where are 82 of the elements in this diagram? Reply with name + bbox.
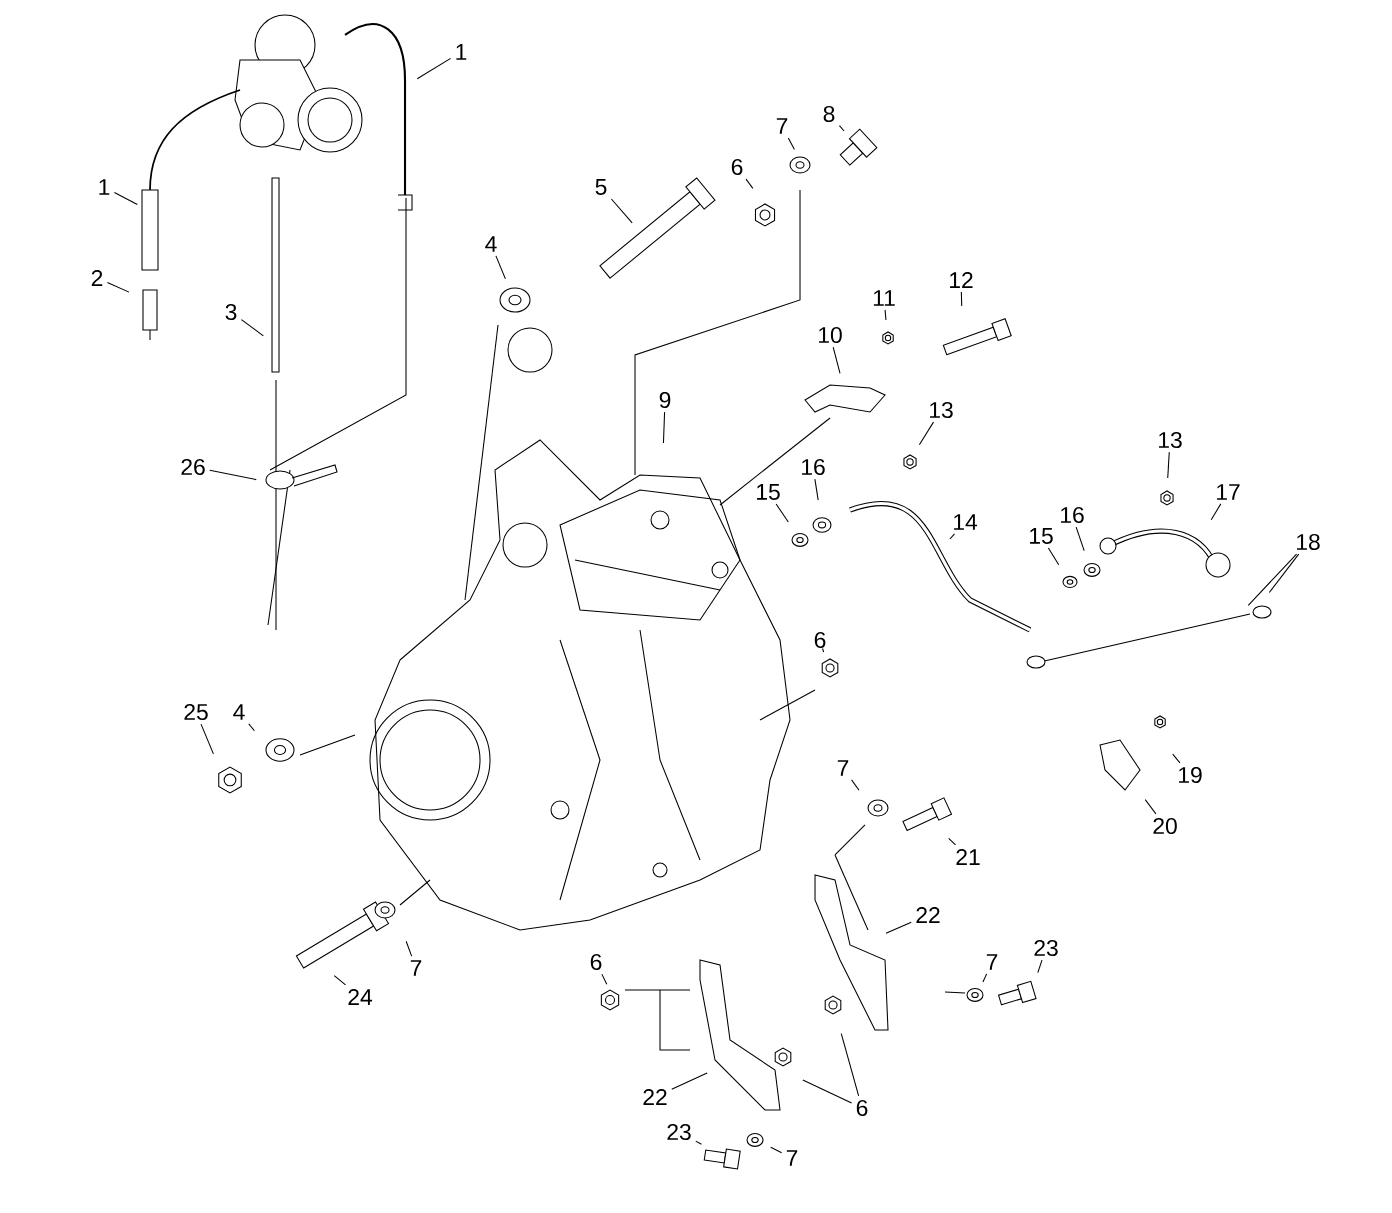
callout-number: 12 (950, 272, 973, 288)
callout-number: 4 (485, 236, 497, 252)
callout-number: 25 (184, 703, 208, 721)
leader-line (209, 469, 257, 481)
leader-line (787, 137, 795, 150)
leader-line (885, 921, 912, 934)
leader-line (745, 178, 754, 189)
leader-line (960, 291, 963, 307)
callout-number: 14 (954, 514, 978, 530)
leader-line (775, 503, 789, 523)
callout-number: 16 (802, 458, 825, 476)
callout-number: 24 (348, 989, 373, 1005)
callout-number: 10 (819, 326, 842, 344)
callout-number: 1 (456, 44, 467, 60)
callout-number: 1 (99, 179, 110, 195)
leader-line (671, 1072, 708, 1090)
callout-number: 5 (595, 179, 607, 195)
leader-line (802, 1079, 853, 1104)
callout-number: 22 (643, 1089, 667, 1105)
callout-number: 7 (410, 960, 422, 976)
callout-number: 26 (181, 458, 205, 476)
leader-line (949, 533, 955, 540)
callout-number: 15 (757, 484, 780, 500)
callout-number: 19 (1179, 766, 1202, 784)
callout-number: 13 (1159, 431, 1182, 449)
leader-line (1037, 959, 1043, 974)
leader-line (840, 1033, 860, 1097)
callout-number: 23 (1034, 939, 1058, 957)
callout-number: 20 (1153, 817, 1177, 835)
leader-line (884, 309, 887, 321)
leader-line (1167, 451, 1170, 479)
leader-line (851, 779, 860, 791)
callout-number: 6 (590, 953, 602, 971)
callout-number: 11 (873, 290, 895, 306)
leader-line (200, 723, 214, 755)
leader-line (695, 1140, 702, 1145)
leader-line (1210, 503, 1222, 521)
leader-line (822, 647, 825, 653)
leader-line (1075, 526, 1085, 552)
leader-line (113, 191, 138, 205)
leader-line (770, 1146, 783, 1154)
callout-number: 18 (1297, 533, 1320, 551)
leader-line (918, 421, 934, 446)
callout-number: 6 (856, 1099, 868, 1117)
callout-number: 6 (731, 158, 743, 176)
leader-line (662, 411, 666, 444)
callout-number: 7 (786, 1150, 798, 1166)
callout-number: 4 (233, 704, 245, 720)
leader-line (416, 57, 452, 80)
leader-line (333, 975, 347, 986)
callout-number: 13 (930, 401, 953, 419)
callout-number: 8 (823, 105, 835, 123)
leader-line (610, 198, 633, 224)
callout-number: 21 (956, 849, 980, 865)
callout-number: 22 (916, 907, 940, 923)
callout-number: 17 (1217, 484, 1240, 500)
leader-line (495, 255, 506, 280)
leader-line (240, 319, 264, 337)
leader-line (832, 346, 841, 374)
callout-number: 7 (986, 954, 998, 970)
callout-number: 16 (1061, 506, 1084, 524)
callout-number: 6 (814, 631, 826, 649)
leader-line (1144, 799, 1157, 815)
callout-number: 15 (1030, 528, 1053, 544)
callout-number: 2 (91, 270, 103, 286)
leader-line (814, 478, 819, 501)
leader-line (1047, 547, 1060, 566)
leader-line (601, 973, 608, 985)
callout-number: 3 (225, 303, 237, 321)
callout-number: 9 (659, 391, 671, 409)
leader-line (1172, 753, 1181, 764)
leader-line (1268, 553, 1300, 593)
callout-number: 7 (837, 760, 849, 776)
leader-line (248, 723, 255, 732)
leader-line (948, 837, 957, 846)
leader-line (405, 940, 413, 957)
leader-line (838, 125, 845, 132)
callout-number: 23 (667, 1123, 691, 1141)
leader-line (1247, 553, 1298, 606)
leader-line (106, 282, 130, 293)
leader-line (982, 973, 988, 983)
callout-number: 7 (776, 118, 788, 134)
